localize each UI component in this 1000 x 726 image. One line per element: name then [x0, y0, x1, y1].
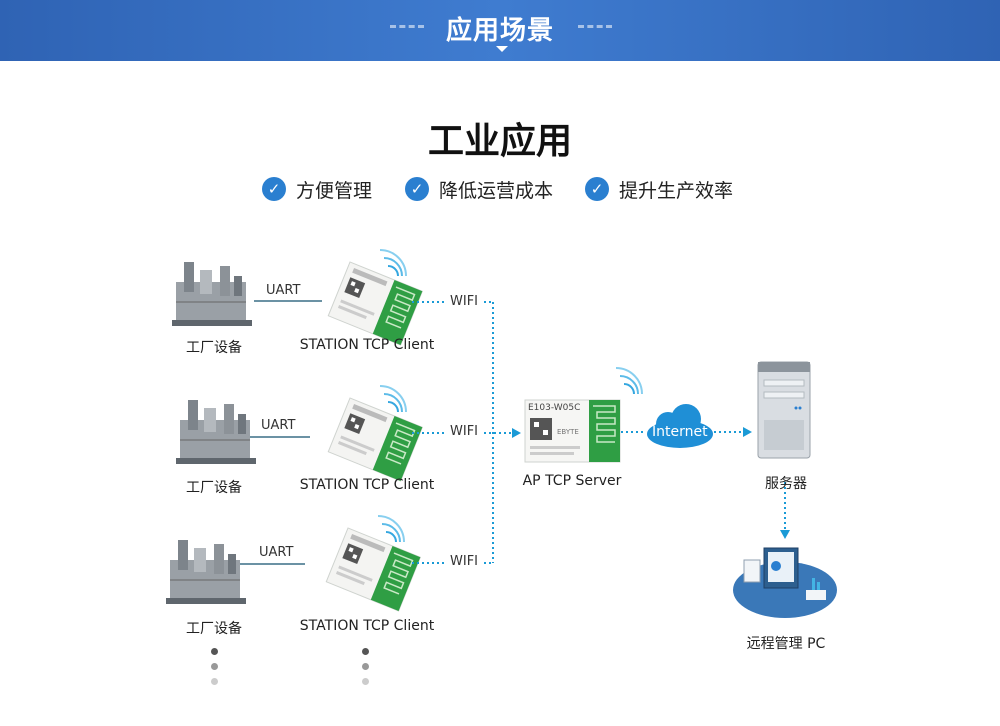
arrow-icon: [743, 427, 752, 437]
feature-item: ✓ 降低运营成本: [405, 174, 553, 204]
module-label: STATION TCP Client: [299, 477, 435, 493]
page-title: 工业应用: [427, 121, 572, 162]
feature-label: 方便管理: [296, 179, 373, 202]
device-label: 工厂设备: [186, 480, 242, 496]
feature-item: ✓ 方便管理: [262, 174, 372, 204]
check-icon: ✓: [585, 177, 609, 201]
arrow-icon: [512, 428, 521, 438]
factory-icon: [165, 539, 247, 605]
ap-module-icon: [524, 399, 621, 463]
feature-label: 降低运营成本: [439, 179, 554, 202]
wifi-waves-icon: [379, 249, 407, 277]
feature-item: ✓ 提升生产效率: [585, 174, 733, 204]
device-label: 工厂设备: [186, 340, 242, 356]
server-label: 服务器: [765, 476, 807, 492]
device-label: 工厂设备: [186, 621, 242, 637]
check-icon: ✓: [405, 177, 429, 201]
uart-label: UART: [266, 283, 301, 298]
header-banner: 应用场景: [0, 0, 1000, 61]
more-dot: [362, 663, 369, 670]
banner-dash-right: [578, 25, 612, 28]
check-icon: ✓: [262, 177, 286, 201]
wifi-module-icon: [327, 261, 424, 346]
pc-label: 远程管理 PC: [746, 636, 826, 652]
ap-module-maker: EBYTE: [557, 428, 579, 436]
more-dot: [211, 678, 218, 685]
remote-pc-icon: [733, 547, 837, 618]
factory-icon: [175, 399, 257, 465]
wifi-module-icon: [327, 397, 424, 482]
wifi-waves-icon: [377, 515, 405, 543]
more-dot: [211, 648, 218, 655]
ap-module-text: E103-W05C: [528, 403, 581, 413]
ap-label: AP TCP Server: [522, 473, 622, 489]
wifi-waves-icon: [379, 385, 407, 413]
banner-title: 应用场景: [445, 16, 554, 46]
banner-arrow-icon: [496, 46, 508, 52]
arrow-icon: [780, 530, 790, 539]
uart-label: UART: [259, 545, 294, 560]
more-dot: [362, 678, 369, 685]
factory-icon: [171, 261, 253, 327]
module-label: STATION TCP Client: [299, 337, 435, 353]
wifi-label: WIFI: [450, 554, 478, 569]
banner-dash-left: [390, 25, 424, 28]
wifi-waves-icon: [615, 367, 643, 395]
feature-label: 提升生产效率: [619, 179, 734, 202]
internet-label: Internet: [652, 424, 708, 440]
module-label: STATION TCP Client: [299, 618, 435, 634]
server-icon: [757, 361, 811, 459]
more-dot: [362, 648, 369, 655]
wifi-label: WIFI: [450, 424, 478, 439]
wifi-label: WIFI: [450, 294, 478, 309]
wifi-module-icon: [325, 527, 422, 612]
more-dot: [211, 663, 218, 670]
cloud-icon: [647, 404, 713, 448]
uart-label: UART: [261, 418, 296, 433]
